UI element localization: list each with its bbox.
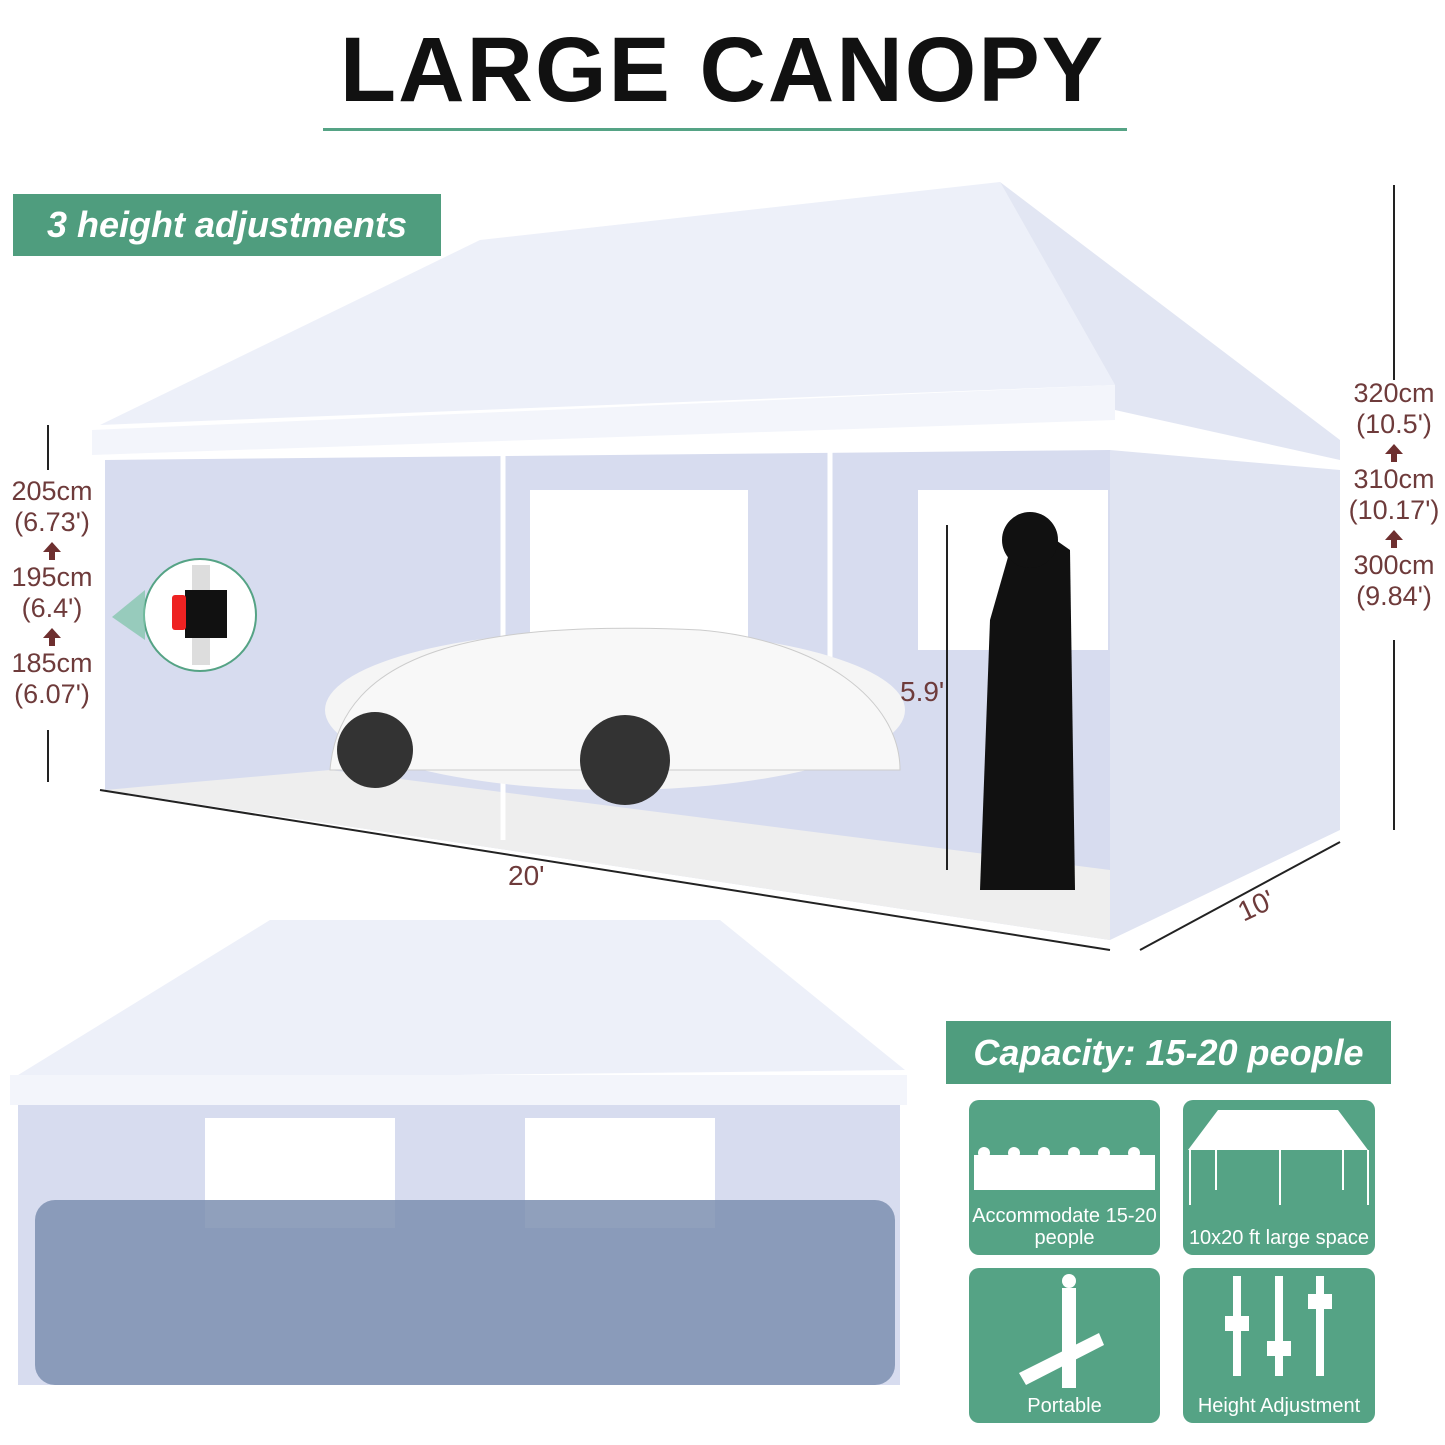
height-adjustments-badge: 3 height adjustments [13, 194, 441, 256]
height-label: 320cm [1353, 378, 1435, 408]
arrow-up-icon [1385, 444, 1403, 462]
feature-label: Portable [1027, 1395, 1102, 1417]
canopy-illustration [47, 182, 1395, 951]
feature-tile-portable: Portable [969, 1268, 1160, 1423]
height-label: (6.73') [14, 507, 90, 537]
person-height-label: 5.9' [900, 676, 945, 707]
crowd-icon [974, 1147, 1155, 1190]
height-label: (6.07') [14, 679, 90, 709]
canopy-icon [1188, 1110, 1369, 1205]
feature-tile-space: 10x20 ft large space [1183, 1100, 1375, 1255]
feature-label: 10x20 ft large space [1188, 1227, 1370, 1249]
height-adjust-sliders-icon [1225, 1276, 1332, 1376]
length-label: 20' [508, 860, 545, 891]
feature-tile-height: Height Adjustment [1183, 1268, 1375, 1423]
feature-label: Height Adjustment [1197, 1395, 1361, 1417]
feature-tile-capacity: Accommodate 15-20 people [969, 1100, 1160, 1255]
person-silhouette [980, 515, 1075, 890]
capacity-badge: Capacity: 15-20 people [946, 1021, 1391, 1084]
height-label: (6.4') [21, 593, 83, 623]
height-label: (10.5') [1356, 409, 1432, 439]
page-title: LARGE CANOPY [339, 19, 1106, 121]
arrow-up-icon [43, 542, 61, 560]
height-label: 300cm [1353, 550, 1435, 580]
height-label: 310cm [1353, 464, 1435, 494]
title-divider [323, 128, 1127, 131]
group-of-people [35, 1200, 895, 1385]
carrying-person-icon [1019, 1274, 1104, 1388]
left-height-scale: 205cm (6.73') 195cm (6.4') 185cm (6.07') [2, 476, 102, 710]
height-label: 195cm [11, 562, 93, 592]
canopy-with-people-illustration [10, 920, 907, 1385]
height-label: (9.84') [1356, 581, 1432, 611]
arrow-up-icon [43, 628, 61, 646]
feature-label: Accommodate 15-20 people [972, 1205, 1157, 1249]
height-label: (10.17') [1348, 495, 1440, 525]
height-label: 205cm [11, 476, 93, 506]
arrow-up-icon [1385, 530, 1403, 548]
height-label: 185cm [11, 648, 93, 678]
right-height-scale: 320cm (10.5') 310cm (10.17') 300cm (9.84… [1342, 378, 1445, 612]
